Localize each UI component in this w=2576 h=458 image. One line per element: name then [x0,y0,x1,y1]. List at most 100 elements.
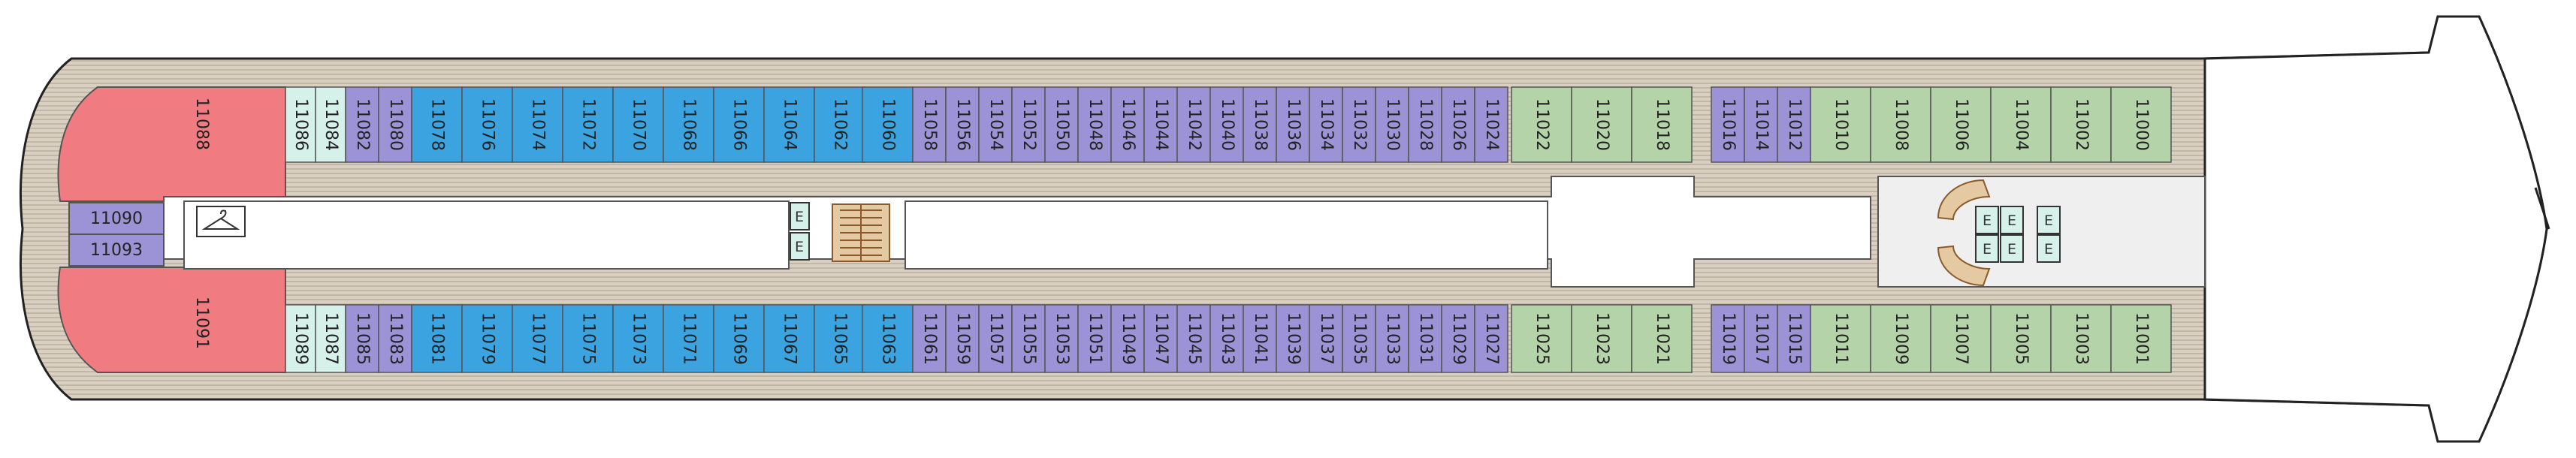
bow-cabin-bottom[interactable] [57,267,286,373]
cabin-11070[interactable] [612,86,664,163]
cabin-label: 11020 [1593,98,1611,151]
cabin-11002[interactable] [2050,86,2112,163]
cabin-11087[interactable] [315,304,346,373]
cabin-11053[interactable] [1044,304,1079,373]
cabin-11089[interactable] [285,304,316,373]
cabin-label: 11080 [386,98,405,151]
cabin-11047[interactable] [1143,304,1178,373]
cabin-11014[interactable] [1744,86,1778,163]
cabin-11063[interactable] [862,304,914,373]
cabin-11068[interactable] [663,86,714,163]
cabin-11021[interactable] [1631,304,1693,373]
cabin-11036[interactable] [1276,86,1310,163]
cabin-11052[interactable] [1011,86,1046,163]
cabin-11074[interactable] [512,86,563,163]
cabin-11023[interactable] [1571,304,1632,373]
cabin-11082[interactable] [345,86,379,163]
cabin-label: 11067 [781,312,799,365]
cabin-11077[interactable] [512,304,563,373]
cabin-11025[interactable] [1511,304,1572,373]
cabin-11076[interactable] [461,86,513,163]
cabin-11016[interactable] [1711,86,1745,163]
cabin-11001[interactable] [2110,304,2172,373]
cabin-label: 11041 [1251,312,1270,365]
cabin-11029[interactable] [1441,304,1475,373]
cabin-label: 11053 [1052,312,1071,365]
cabin-11017[interactable] [1744,304,1778,373]
cabin-11056[interactable] [945,86,980,163]
svg-text:E: E [2044,212,2053,229]
side-cabin-11093[interactable] [68,234,165,267]
cabin-11081[interactable] [411,304,463,373]
cabin-11048[interactable] [1077,86,1112,163]
cabin-label: 11065 [831,312,850,365]
cabin-label: 11062 [831,98,850,151]
cabin-label: 11072 [579,98,598,151]
cabin-11044[interactable] [1143,86,1178,163]
cabin-11006[interactable] [1930,86,1992,163]
stern-notch-top [2534,187,2550,230]
cabin-11071[interactable] [663,304,714,373]
cabin-label: 11012 [1785,98,1804,151]
cabin-11009[interactable] [1870,304,1931,373]
cabin-11065[interactable] [814,304,865,373]
cabin-label: 11009 [1892,312,1910,365]
cabin-11085[interactable] [345,304,379,373]
cabin-11018[interactable] [1631,86,1693,163]
cabin-label: 11073 [630,312,648,365]
cabin-label: 11043 [1218,312,1237,365]
cabin-label: 11052 [1019,98,1038,151]
cabin-11026[interactable] [1441,86,1475,163]
cabin-11011[interactable] [1810,304,1871,373]
cabin-11083[interactable] [378,304,412,373]
cabin-11004[interactable] [1990,86,2052,163]
svg-text:E: E [2007,241,2016,258]
cabin-11028[interactable] [1408,86,1442,163]
cabin-11080[interactable] [378,86,412,163]
cabin-11007[interactable] [1930,304,1992,373]
cabin-11049[interactable] [1110,304,1145,373]
cabin-11051[interactable] [1077,304,1112,373]
elevator-icon: E [2037,206,2061,234]
cabin-11022[interactable] [1511,86,1572,163]
cabin-11073[interactable] [612,304,664,373]
cabin-11031[interactable] [1408,304,1442,373]
side-cabin-11090[interactable] [68,202,165,235]
cabin-label: 11055 [1019,312,1038,365]
cabin-11075[interactable] [562,304,614,373]
cabin-label: 11044 [1152,98,1170,151]
cabin-11024[interactable] [1474,86,1508,163]
cabin-label: 11076 [479,98,497,151]
cabin-11057[interactable] [978,304,1013,373]
cabin-11000[interactable] [2110,86,2172,163]
cabin-11030[interactable] [1375,86,1409,163]
cabin-11037[interactable] [1309,304,1343,373]
cabin-11005[interactable] [1990,304,2052,373]
cabin-label: 11029 [1449,312,1468,365]
cabin-11060[interactable] [862,86,914,163]
cabin-11035[interactable] [1342,304,1376,373]
cabin-label: 11025 [1533,312,1551,365]
cabin-11066[interactable] [713,86,765,163]
cabin-11012[interactable] [1777,86,1811,163]
cabin-11086[interactable] [285,86,316,163]
cabin-11027[interactable] [1474,304,1508,373]
cabin-11032[interactable] [1342,86,1376,163]
cabin-11084[interactable] [315,86,346,163]
cabin-label: 11060 [879,98,898,151]
cabin-11039[interactable] [1276,304,1310,373]
cabin-11010[interactable] [1810,86,1871,163]
cabin-11079[interactable] [461,304,513,373]
cabin-11020[interactable] [1571,86,1632,163]
bow-cabin-top[interactable] [57,86,286,202]
cabin-11008[interactable] [1870,86,1931,163]
cabin-11067[interactable] [763,304,815,373]
cabin-label: 11021 [1653,312,1672,365]
hanger-icon [196,206,246,237]
cabin-label: 11088 [192,98,211,150]
cabin-label: 11031 [1416,312,1435,365]
cabin-11042[interactable] [1176,86,1211,163]
cabin-11040[interactable] [1209,86,1244,163]
cabin-11072[interactable] [562,86,614,163]
cabin-11058[interactable] [912,86,947,163]
